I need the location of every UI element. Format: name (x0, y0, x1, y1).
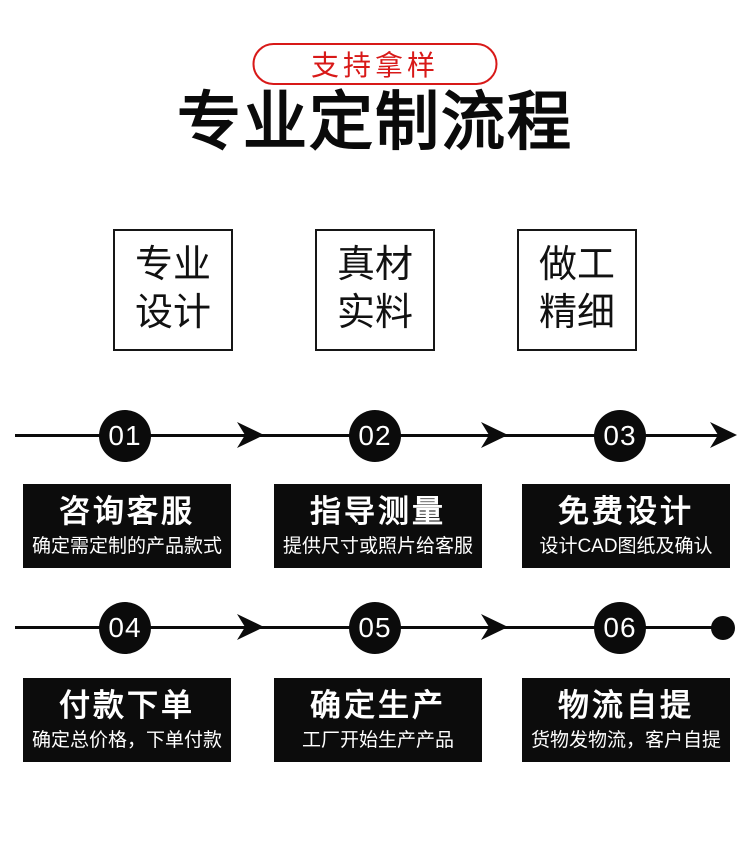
step-circle-01: 01 (99, 410, 151, 462)
feature-fine-workmanship: 做工 精细 (517, 229, 637, 351)
step-number: 06 (603, 612, 637, 643)
step-title: 付款下单 (59, 687, 195, 723)
step-circle-06: 06 (594, 602, 646, 654)
step-title: 指导测量 (310, 493, 446, 529)
feature-line: 专业 (134, 244, 211, 287)
step-box-06: 物流自提 货物发物流，客户自提 (522, 678, 730, 762)
step-circle-02: 02 (349, 410, 401, 462)
step-description: 设计CAD图纸及确认 (539, 535, 713, 557)
step-box-04: 付款下单 确定总价格，下单付款 (23, 678, 231, 762)
step-circle-03: 03 (594, 410, 646, 462)
feature-line: 实料 (336, 292, 413, 334)
step-box-05: 确定生产 工厂开始生产产品 (274, 678, 482, 762)
step-circle-04: 04 (99, 602, 151, 654)
step-description: 货物发物流，客户自提 (530, 729, 721, 751)
step-circle-05: 05 (349, 602, 401, 654)
arrow-right-icon (481, 422, 508, 448)
feature-line: 精细 (538, 292, 615, 334)
arrow-right-icon (710, 422, 737, 448)
arrow-right-icon (237, 422, 264, 448)
step-box-01: 咨询客服 确定需定制的产品款式 (23, 484, 231, 568)
step-number: 03 (603, 420, 637, 451)
step-description: 确定总价格，下单付款 (31, 729, 222, 751)
arrow-right-icon (481, 614, 508, 640)
step-box-02: 指导测量 提供尺寸或照片给客服 (274, 484, 482, 568)
step-number: 02 (358, 420, 392, 451)
feature-line: 设计 (134, 292, 211, 334)
step-number: 05 (358, 612, 392, 643)
feature-line: 做工 (538, 244, 615, 287)
step-number: 01 (108, 420, 142, 451)
feature-real-materials: 真材 实料 (315, 229, 435, 351)
arrow-right-icon (237, 614, 264, 640)
sample-support-badge-label: 支持拿样 (310, 50, 439, 81)
step-title: 免费设计 (558, 493, 694, 529)
step-title: 确定生产 (310, 687, 446, 723)
step-title: 咨询客服 (59, 493, 195, 529)
feature-professional-design: 专业 设计 (113, 229, 233, 351)
page-title: 专业定制流程 (177, 86, 573, 158)
step-title: 物流自提 (558, 687, 694, 723)
step-description: 提供尺寸或照片给客服 (282, 535, 473, 557)
feature-line: 真材 (336, 244, 413, 287)
step-number: 04 (108, 612, 142, 643)
flow-end-dot (711, 616, 735, 640)
step-description: 确定需定制的产品款式 (31, 535, 222, 557)
feature-squares: 专业 设计 真材 实料 做工 精细 (0, 229, 750, 351)
step-box-03: 免费设计 设计CAD图纸及确认 (522, 484, 730, 568)
sample-support-badge: 支持拿样 (252, 43, 498, 85)
step-description: 工厂开始生产产品 (301, 729, 454, 751)
